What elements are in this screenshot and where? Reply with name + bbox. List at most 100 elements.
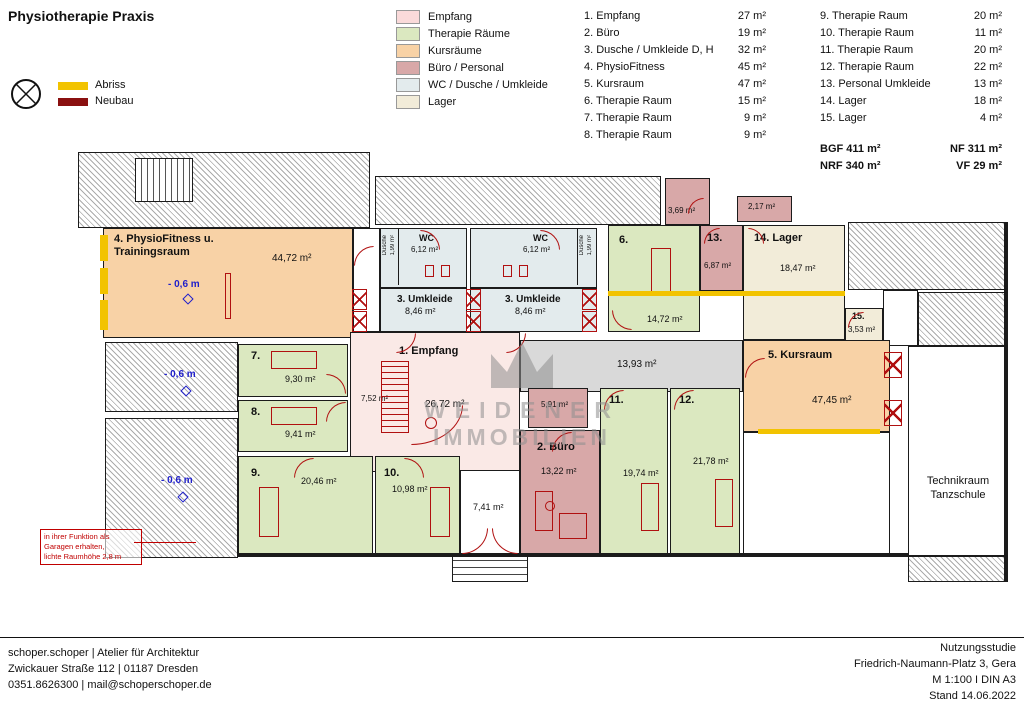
dusche-area-label: 1,99 m² (587, 235, 593, 256)
room-label: Tanzschule (930, 489, 986, 501)
partition-icon (225, 273, 231, 319)
outer-wall (238, 553, 908, 557)
therapy-bed-icon (259, 487, 279, 537)
toilet-icon (441, 265, 450, 277)
elevation-diamond-icon (177, 491, 189, 503)
north-compass-icon (11, 79, 41, 109)
room-area-label: 19,74 m² (623, 468, 659, 478)
abriss-swatch (58, 82, 88, 90)
room-area-label: 5,91 m² (541, 400, 569, 409)
legend-label: WC / Dusche / Umkleide (428, 79, 548, 91)
room-number: 8. (251, 406, 261, 418)
structural-column-icon (582, 311, 597, 332)
room-area: 22 m² (973, 61, 1002, 73)
room-area-label: 18,47 m² (780, 263, 816, 273)
room-area-label: 20,46 m² (301, 476, 337, 486)
room-area-label: 14,72 m² (647, 314, 683, 324)
room-area-label: 6,87 m² (704, 261, 732, 270)
therapy-bed-icon (271, 407, 317, 425)
room-10-therapie: 10. 10,98 m² (375, 456, 460, 556)
garage-area-1: - 0,6 m (105, 342, 238, 412)
kurs-color-swatch (396, 44, 420, 58)
room-number: 9. (251, 467, 261, 479)
legend-row-wc: WC / Dusche / Umkleide (396, 78, 548, 92)
outer-wall (1004, 222, 1008, 582)
therapy-bed-icon (430, 487, 450, 537)
therapy-bed-icon (715, 479, 733, 527)
room-area-label: 9,30 m² (285, 374, 316, 384)
stair-icon (381, 361, 409, 433)
wc-color-swatch (396, 78, 420, 92)
room-number: 6. (619, 234, 629, 246)
room-name: 9. Therapie Raum (820, 10, 908, 22)
entrance-vestibule: 7,41 m² (460, 470, 520, 556)
room-name: 4. PhysioFitness (584, 61, 665, 73)
room-label: Trainingsraum (114, 246, 190, 258)
room-3-umkleide-1: 3. Umkleide 8,46 m² (380, 288, 467, 332)
technikraum: Technikraum Tanzschule (908, 346, 1008, 556)
room-area: 19 m² (737, 27, 766, 39)
legend-label: Therapie Räume (428, 28, 510, 40)
hatched-area-bottom-right (908, 556, 1008, 582)
room-area-label: 8,46 m² (515, 306, 546, 316)
hatched-area-top-middle (375, 176, 661, 225)
room-area: 20 m² (973, 44, 1002, 56)
room-area-label: 7,52 m² (361, 394, 389, 403)
room-area: 9 m² (744, 112, 766, 124)
room-area: 11 m² (974, 27, 1002, 39)
dusche-cell-1: Dusche 1,99 m² (381, 229, 399, 285)
lager-color-swatch (396, 95, 420, 109)
dusche-cell-2: Dusche 1,99 m² (577, 229, 595, 285)
footer-project-type: Nutzungsstudie (940, 642, 1016, 654)
room-name: 3. Dusche / Umkleide D, H (584, 44, 714, 56)
room-label: 5. Kursraum (768, 349, 833, 361)
room-area: 47 m² (737, 78, 766, 90)
room-label: Technikraum (926, 475, 990, 487)
room-label: 14. Lager (754, 232, 803, 244)
elevation-diamond-icon (180, 385, 192, 397)
room-1-empfang: 1. Empfang 26,72 m² 7,52 m² (350, 332, 520, 472)
room-name: 5. Kursraum (584, 78, 644, 90)
room-area-label: 3,69 m² (668, 206, 696, 215)
room-area: 45 m² (737, 61, 766, 73)
room-area-label: 47,45 m² (812, 395, 852, 406)
room-area: 9 m² (744, 129, 766, 141)
legend-row-therapie: Therapie Räume (396, 27, 510, 41)
abriss-wall-mark (100, 235, 108, 261)
room-label: 3. Umkleide (505, 294, 561, 305)
room-9-therapie: 9. 20,46 m² (238, 456, 373, 556)
room-area: 13 m² (973, 78, 1002, 90)
room-591: 5,91 m² (528, 388, 588, 428)
room-14-lager: 14. Lager 18,47 m² (743, 225, 845, 340)
page-title: Physiotherapie Praxis (8, 8, 155, 24)
footer-scale: M 1:100 I DIN A3 (932, 674, 1016, 686)
toilet-icon (519, 265, 528, 277)
elevation-marker: - 0,6 m (164, 369, 196, 380)
note-line: Garagen erhalten, (44, 542, 105, 552)
room-217: 2,17 m² (737, 196, 792, 222)
legend-label: Büro / Personal (428, 62, 504, 74)
footer-project-address: Friedrich-Naumann-Platz 3, Gera (853, 658, 1016, 670)
footer-divider (0, 637, 1024, 639)
legend-row-empfang: Empfang (396, 10, 472, 24)
wc-label: WC (533, 233, 548, 243)
room-list-row: 4. PhysioFitness 45 m² (584, 61, 766, 73)
toilet-icon (503, 265, 512, 277)
therapy-bed-icon (271, 351, 317, 369)
corridor-area-label: 13,93 m² (617, 359, 657, 370)
room-area-label: 2,17 m² (748, 202, 776, 211)
toilet-icon (425, 265, 434, 277)
therapie-color-swatch (396, 27, 420, 41)
abriss-label: Abriss (95, 79, 126, 91)
room-name: 8. Therapie Raum (584, 129, 672, 141)
room-area-label: 3,53 m² (848, 325, 876, 334)
legend-label: Empfang (428, 11, 473, 23)
room-list-row: 5. Kursraum 47 m² (584, 78, 766, 90)
